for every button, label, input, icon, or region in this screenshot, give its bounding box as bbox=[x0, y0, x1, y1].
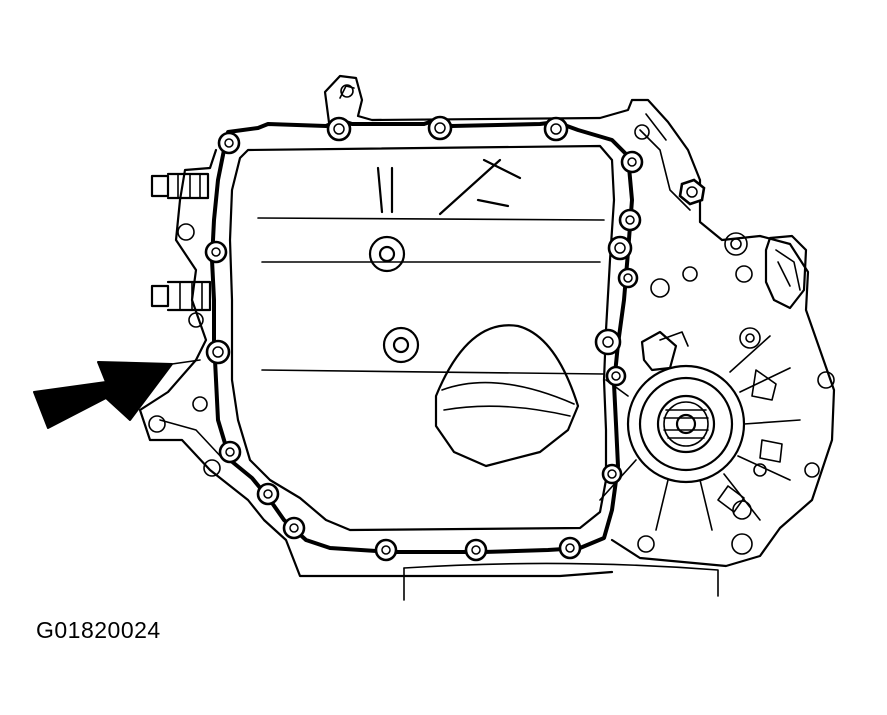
bolt bbox=[204, 240, 228, 264]
bolt bbox=[605, 365, 627, 387]
callout-arrow bbox=[33, 359, 201, 429]
bolt bbox=[617, 267, 639, 289]
bolt bbox=[618, 208, 642, 232]
oil-pan bbox=[228, 144, 616, 532]
bolt bbox=[282, 516, 306, 540]
bolt bbox=[620, 150, 644, 174]
bolt bbox=[594, 328, 622, 356]
bolt bbox=[256, 482, 280, 506]
bolt bbox=[205, 339, 231, 365]
bolt bbox=[217, 131, 241, 155]
bolt bbox=[218, 440, 242, 464]
figure-code: G01820024 bbox=[36, 617, 161, 643]
bolt bbox=[326, 116, 352, 142]
pan-bolts bbox=[204, 115, 644, 562]
bolt bbox=[427, 115, 453, 141]
bolt bbox=[607, 235, 633, 261]
bolt bbox=[374, 538, 398, 562]
bolt bbox=[601, 463, 623, 485]
bolt bbox=[558, 536, 582, 560]
bolt bbox=[464, 538, 488, 562]
bolt bbox=[543, 116, 569, 142]
transaxle-case bbox=[138, 74, 836, 601]
